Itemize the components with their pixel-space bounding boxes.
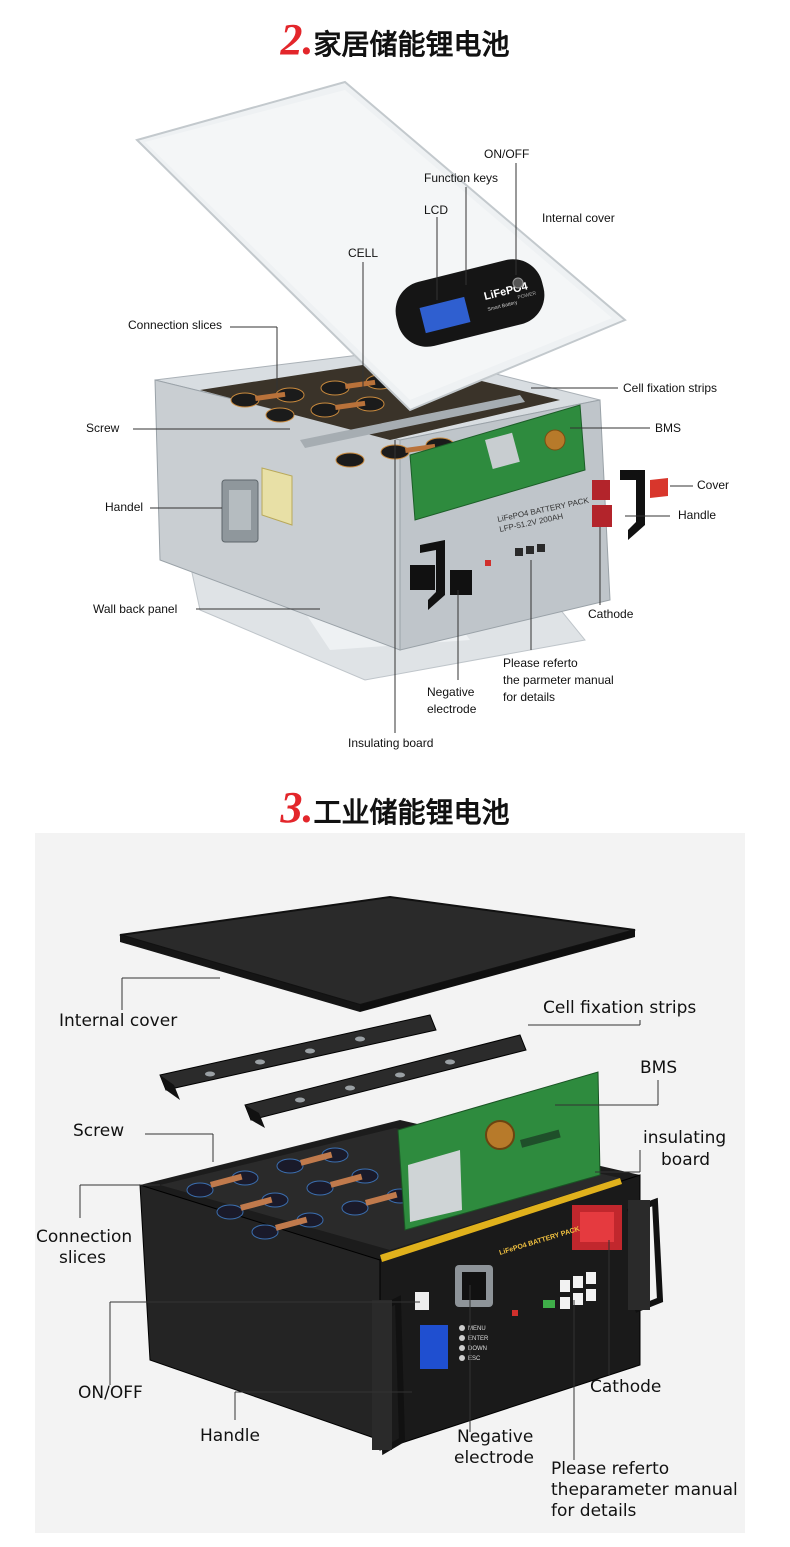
label3-insulating-line2: board [661, 1150, 711, 1170]
label-cell: CELL [348, 246, 379, 260]
cover-cap [650, 478, 668, 498]
label-bms: BMS [655, 421, 682, 435]
negative-terminal [410, 565, 435, 590]
label3-negative-line2: electrode [454, 1448, 534, 1468]
industrial-power-switch [415, 1292, 429, 1310]
label3-on-off: ON/OFF [78, 1383, 143, 1403]
label-negative-line2: electrode [427, 702, 477, 716]
section-title-home: 2.家居储能锂电池 [0, 14, 790, 65]
front-handle-right [620, 470, 645, 540]
home-battery-illustration: LiFePO4 BATTERY PACK LFP-51.2V 200AH LiF… [133, 80, 693, 733]
label-handel: Handel [105, 500, 144, 514]
label-function-keys: Function keys [424, 171, 499, 185]
power-button [512, 277, 524, 289]
cell-fixation-strip [300, 395, 525, 448]
esc-button-label: ESC [468, 1356, 481, 1362]
label3-refer-line3: for details [551, 1501, 637, 1521]
label-refer-line1: Please referto [503, 656, 578, 670]
down-button-label: DOWN [468, 1346, 487, 1352]
label3-refer-line1: Please referto [551, 1459, 670, 1479]
label3-refer-line2: theparameter manual [551, 1480, 738, 1500]
section-title-text: 工业储能锂电池 [313, 796, 510, 829]
label-lcd: LCD [424, 203, 449, 217]
industrial-fixation-strips [159, 1014, 527, 1128]
cathode-terminal [592, 480, 610, 500]
label-negative-line1: Negative [427, 685, 475, 699]
label-refer-line3: for details [503, 690, 556, 704]
label-wall-back-panel: Wall back panel [93, 602, 178, 616]
leader-lines-home [133, 163, 693, 733]
label-cell-fixation-strips: Cell fixation strips [623, 381, 718, 395]
label-handle: Handle [678, 508, 717, 522]
label-screw: Screw [86, 421, 120, 435]
section-title-text: 家居储能锂电池 [313, 28, 510, 61]
industrial-comm-ports [560, 1272, 596, 1309]
label3-cell-fixation-strips: Cell fixation strips [543, 998, 697, 1018]
label3-negative-line1: Negative [457, 1427, 534, 1447]
label-on-off: ON/OFF [484, 147, 530, 161]
label-refer-line2: the parmeter manual [503, 673, 614, 687]
power-label: POWER [517, 290, 537, 300]
menu-button-label: MENU [468, 1326, 486, 1332]
label-internal-cover: Internal cover [542, 211, 615, 225]
label-cathode: Cathode [588, 607, 634, 621]
leader-lines-industrial [79, 977, 659, 1460]
label3-connection-line2: slices [59, 1248, 106, 1268]
front-handle-left [420, 540, 445, 610]
comm-ports [515, 544, 545, 556]
lcd-screen [419, 296, 471, 334]
label3-insulating-line1: insulating [643, 1128, 727, 1148]
enter-button-label: ENTER [468, 1336, 489, 1342]
label-connection-slices: Connection slices [128, 318, 223, 332]
label3-connection-line1: Connection [36, 1227, 133, 1247]
industrial-internal-cover [119, 895, 636, 1007]
section-number: 3. [280, 783, 314, 832]
label3-cathode: Cathode [590, 1377, 662, 1397]
label3-bms: BMS [640, 1058, 678, 1078]
label3-internal-cover: Internal cover [59, 1011, 178, 1031]
section-title-industrial: 3.工业储能锂电池 [0, 782, 790, 833]
label-cover: Cover [697, 478, 730, 492]
industrial-display [420, 1325, 448, 1369]
section-number: 2. [280, 15, 314, 64]
label3-screw: Screw [73, 1121, 125, 1141]
label3-handle: Handle [200, 1426, 260, 1446]
label-insulating-board: Insulating board [348, 736, 434, 750]
